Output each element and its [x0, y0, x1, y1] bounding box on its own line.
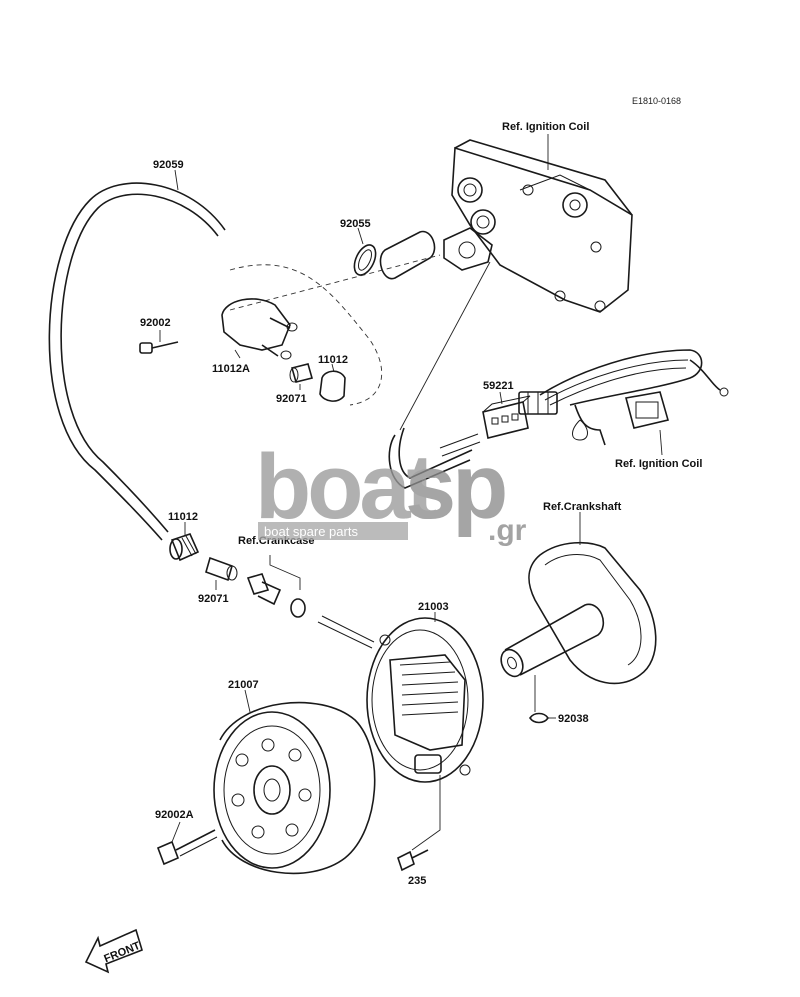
leader-92055	[357, 227, 364, 245]
crankshaft	[500, 541, 657, 685]
label-92059: 92059	[153, 159, 184, 171]
watermark-brand-right: sp	[405, 436, 505, 538]
watermark-suffix: .gr	[488, 514, 527, 547]
watermark-tagline: boat spare parts	[264, 524, 358, 539]
label-11012-lower: 11012	[168, 511, 198, 523]
nipple-92071-lower	[205, 556, 238, 582]
label-92002A: 92002A	[155, 809, 194, 821]
alignment-dash-2	[229, 264, 383, 406]
label-21003: 21003	[418, 601, 449, 613]
screw-235	[397, 849, 429, 872]
bolt-92002	[139, 341, 179, 354]
diagram-code: E1810-0168	[632, 96, 681, 106]
tube-connector	[379, 230, 436, 280]
label-92038: 92038	[558, 713, 589, 725]
front-arrow: FRONT	[84, 928, 143, 974]
hose-92059	[48, 182, 226, 541]
ignition-coil-housing	[443, 139, 633, 313]
bolt-92002A	[156, 829, 218, 866]
leader-21007	[244, 689, 251, 713]
cap-11012-lower	[169, 533, 200, 562]
label-92002: 92002	[140, 317, 171, 329]
woodruff-key-92038	[529, 712, 549, 724]
label-11012A: 11012A	[212, 363, 250, 375]
ref-crankshaft: Ref.Crankshaft	[543, 501, 622, 513]
leader-11012-upper	[331, 363, 335, 373]
leader-92002A	[171, 821, 181, 843]
watermark-brand-left: boat	[255, 436, 437, 538]
watermark: boat sp boat spare parts .gr	[255, 436, 527, 547]
watermark-tagline-bar	[258, 522, 408, 540]
leader-235	[411, 775, 441, 851]
wiring-harness	[518, 349, 729, 446]
alignment-dash-1	[229, 254, 441, 311]
leader-92059	[174, 169, 179, 191]
label-235: 235	[408, 875, 426, 887]
label-92055: 92055	[340, 218, 371, 230]
stator-21003	[317, 615, 484, 783]
cap-11012A	[221, 298, 298, 360]
front-arrow-label: FRONT	[102, 940, 142, 965]
leader-11012A	[234, 349, 241, 359]
stator-lead-wires	[388, 261, 491, 489]
ref-ignition-coil-right: Ref. Ignition Coil	[615, 458, 702, 470]
gasket-92055	[353, 244, 377, 276]
cap-11012-upper	[319, 370, 346, 402]
connector-59221	[482, 395, 531, 439]
flywheel-21007	[213, 701, 376, 875]
leader-crankcase	[269, 555, 301, 590]
nipple-92071-upper	[289, 363, 313, 383]
ref-ignition-coil-top: Ref. Ignition Coil	[502, 121, 589, 133]
leader-59221	[499, 391, 503, 405]
label-59221: 59221	[483, 380, 514, 392]
crankcase-fitting	[246, 573, 306, 618]
label-11012-upper: 11012	[318, 354, 348, 366]
label-21007: 21007	[228, 679, 259, 691]
label-92071-upper: 92071	[276, 393, 307, 405]
leader-ignition-coil-right	[659, 429, 663, 456]
label-92071-lower: 92071	[198, 593, 229, 605]
